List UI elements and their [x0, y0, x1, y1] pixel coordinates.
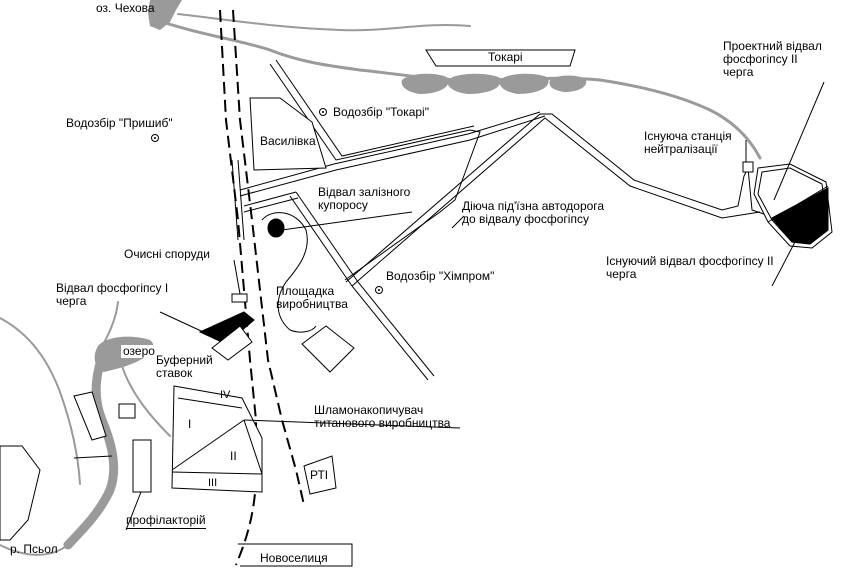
production-building[interactable] [301, 325, 355, 373]
reservoir-marker-icon[interactable] [319, 108, 327, 116]
railway-track-west [219, 9, 257, 566]
leader-iron-sulfate [281, 211, 413, 231]
rti-building-outline[interactable] [303, 455, 337, 495]
label-section-1: І [188, 417, 192, 431]
road-tokari-1 [269, 63, 481, 281]
leader-sludge [243, 419, 461, 429]
neutralization-station-shape[interactable] [742, 161, 754, 173]
label-section-3: ІІІ [208, 477, 218, 489]
label-phosphogypsum-dump-1: Відвал фосфогіпсу І черга [56, 281, 169, 308]
novoselytsia-outline [238, 543, 353, 567]
road-west-branch-4 [243, 197, 299, 213]
reservoir-marker-icon[interactable] [151, 134, 159, 142]
dump-2-split [767, 185, 829, 223]
water-channel-1 [99, 301, 119, 351]
dump-1-annex [211, 325, 253, 361]
label-iron-sulfate-dump: Відвал залізного купоросу [318, 185, 411, 212]
sludge-divider-1 [177, 397, 243, 409]
label-section-4: IV [220, 389, 231, 401]
sludge-divider-4 [171, 471, 263, 475]
label-lake-chekhova: оз. Чехова [96, 1, 155, 15]
water-channel-2 [121, 365, 171, 437]
existing-dump-2-shape[interactable] [771, 187, 829, 245]
leader-dump-1 [159, 311, 213, 337]
left-building-outline [0, 445, 41, 541]
label-reservoir-tokari: Водозбір "Токарі" [333, 105, 429, 119]
road-west-branch-1 [231, 159, 239, 241]
label-reservoir-khimprom: Водозбір "Хімпром" [386, 269, 495, 283]
buffer-pond-shape[interactable] [118, 403, 136, 419]
road-west-branch-2 [237, 159, 245, 241]
iron-sulfate-dump-shape[interactable] [267, 218, 285, 238]
leader-road [451, 215, 465, 229]
label-projected-dump: Проектний відвал фосфогіпсу ІІ черга [723, 39, 822, 79]
label-section-2: ІІ [230, 449, 237, 463]
road-tokari-2 [275, 59, 475, 157]
lake-chekhova-shape [148, 0, 182, 30]
phosphogypsum-road-2 [345, 113, 745, 283]
leader-projected-dump [773, 81, 825, 201]
tokari-pond-2 [447, 73, 501, 94]
label-production-site: Площадка виробництва [276, 284, 348, 311]
label-existing-dump: Існуючий відвал фосфогіпсу ІІ черга [606, 254, 774, 281]
tokari-pond-1 [401, 73, 449, 94]
label-reservoir-pryshyb: Водозбір "Пришиб" [66, 116, 173, 130]
road-vasylivka-east-1 [239, 115, 546, 197]
production-loop [261, 212, 317, 333]
phosphogypsum-road-1 [351, 117, 761, 287]
tokari-village-outline[interactable] [425, 49, 576, 67]
label-sludge-storage: Шламонакопичувач титанового виробництва [314, 403, 451, 430]
treatment-facilities-shape[interactable] [231, 293, 248, 303]
phosphogypsum-dump-1-shape[interactable] [198, 311, 255, 345]
sanatorium-building-1[interactable] [73, 391, 107, 441]
tokari-pond-4 [549, 75, 587, 92]
river-psol-channel [63, 347, 119, 550]
sludge-divider-2 [171, 419, 245, 471]
label-sanatorium: профілакторій [126, 513, 206, 529]
label-rti: РТІ [310, 468, 329, 482]
label-tokari-village: Токарі [488, 50, 523, 64]
leader-sanatorium [125, 491, 142, 531]
label-novoselytsia: Новоселиця [260, 551, 328, 565]
leader-psol [73, 455, 113, 459]
sanatorium-building-2[interactable] [132, 439, 152, 493]
road-west-branch-3 [243, 191, 297, 207]
road-vasylivka-east-2 [239, 111, 541, 191]
leader-existing-dump [771, 239, 797, 287]
label-neutralization-station: Існуюча станція нейтралізації [644, 129, 732, 156]
leader-treatment [233, 259, 241, 295]
tokari-pond-3 [499, 73, 549, 94]
reservoir-marker-icon[interactable] [375, 286, 383, 294]
vasylivka-outline[interactable] [249, 97, 327, 171]
river-psol-west [0, 317, 81, 485]
road-south-east-2 [295, 191, 435, 377]
river-tokari-upper [177, 13, 471, 32]
label-phosphogypsum-road: Діюча під'їзна автодорога до відвалу фос… [462, 199, 605, 226]
label-vasylivka: Василівка [260, 134, 316, 148]
label-lake: озеро [121, 344, 157, 358]
river-psol-south [0, 491, 113, 556]
railway-track-east [232, 9, 305, 506]
label-treatment-facilities: Очисні споруди [124, 247, 210, 261]
label-river-psol: р. Псьол [10, 542, 58, 556]
label-buffer-pond: Буферний ставок [156, 353, 213, 380]
sludge-divider-3 [243, 419, 263, 475]
